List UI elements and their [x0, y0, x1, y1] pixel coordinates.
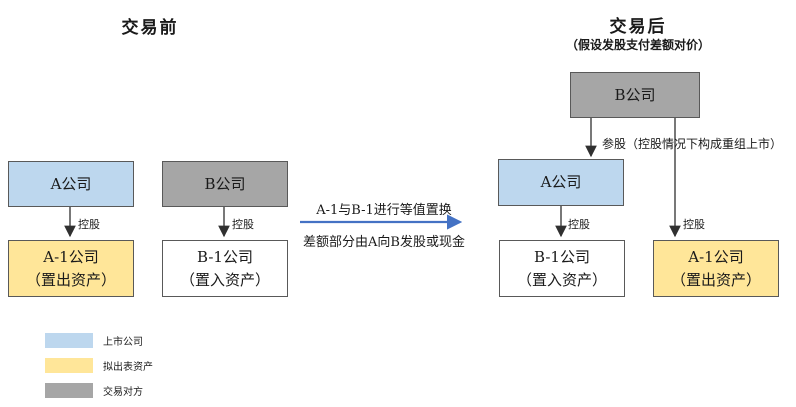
after-box-company-a-label: A公司 [540, 173, 582, 191]
before-box-company-a1-name: A-1公司 [43, 247, 99, 266]
legend-label-listed-company: 上市公司 [103, 337, 143, 348]
legend-label-asset-out: 拟出表资产 [103, 362, 153, 373]
before-box-company-a1-note: （置出资产） [25, 270, 116, 289]
after-panel-title: 交易后 [609, 17, 667, 37]
after-edge-label-b-a: 参股（控股情况下构成重组上市） [602, 137, 783, 151]
legend-swatch-counterparty [45, 383, 93, 398]
legend-item-listed-company: 上市公司 [45, 333, 143, 348]
legend-swatch-asset-out [45, 358, 93, 373]
before-box-company-a-label: A公司 [50, 174, 92, 193]
before-box-company-b1-name: B-1公司 [197, 247, 253, 266]
after-box-company-b1-name: B-1公司 [534, 247, 590, 266]
after-box-company-b: B公司 [570, 72, 700, 118]
legend-swatch-listed-company [45, 333, 93, 348]
after-box-company-b-label: B公司 [614, 85, 656, 104]
after-box-company-a1-name: A-1公司 [688, 247, 744, 266]
before-edge-label-b-b1: 控股 [232, 218, 254, 231]
legend-item-counterparty: 交易对方 [45, 383, 143, 398]
before-panel-title: 交易前 [121, 18, 179, 38]
after-edge-label-b-a1: 控股 [683, 218, 705, 231]
after-box-company-b1: B-1公司 （置入资产） [499, 240, 625, 297]
after-edge-label-a-b1: 控股 [568, 218, 590, 231]
before-edge-label-a-a1: 控股 [78, 218, 100, 231]
transition-text-below: 差额部分由A向B发股或现金 [303, 235, 465, 250]
after-box-company-b1-note: （置入资产） [516, 270, 607, 289]
transition-text-above: A-1与B-1进行等值置换 [316, 203, 452, 218]
before-box-company-b-label: B公司 [204, 174, 246, 193]
after-box-company-a: A公司 [498, 159, 624, 206]
after-box-company-a1: A-1公司 （置出资产） [653, 240, 779, 297]
before-box-company-a1: A-1公司 （置出资产） [8, 240, 134, 297]
after-panel-subtitle: （假设发股支付差额对价） [565, 38, 710, 52]
legend-label-counterparty: 交易对方 [103, 387, 143, 398]
before-box-company-b1-note: （置入资产） [179, 270, 270, 289]
after-box-company-a1-note: （置出资产） [670, 270, 761, 289]
before-box-company-a: A公司 [8, 161, 134, 207]
before-box-company-b: B公司 [162, 161, 288, 207]
legend-item-asset-out: 拟出表资产 [45, 358, 153, 373]
before-box-company-b1: B-1公司 （置入资产） [162, 240, 288, 297]
